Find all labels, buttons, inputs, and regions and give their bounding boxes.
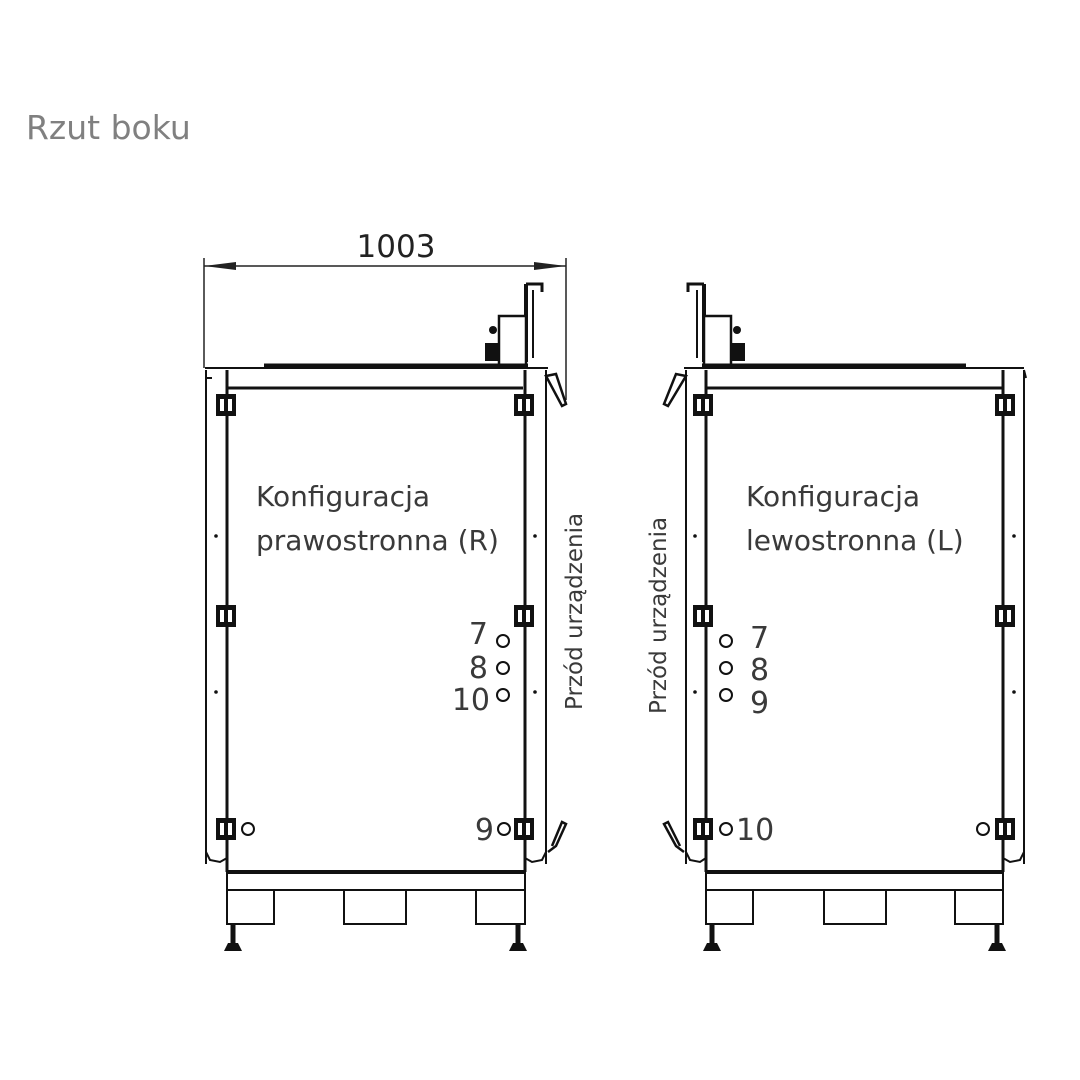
- svg-text:7: 7: [469, 617, 488, 652]
- svg-text:10: 10: [736, 813, 774, 848]
- port-7: 7: [719, 621, 769, 656]
- hinge-icon: [693, 394, 713, 416]
- foot-icon: [988, 925, 1006, 951]
- hinge-icon: [216, 394, 236, 416]
- port-8: 8: [469, 651, 510, 686]
- hinge-icon: [995, 605, 1015, 627]
- svg-text:9: 9: [750, 686, 769, 721]
- config-label-line1: Konfiguracja: [746, 480, 920, 513]
- svg-text:8: 8: [469, 651, 488, 686]
- svg-text:9: 9: [475, 813, 494, 848]
- port-10: 10: [719, 813, 774, 848]
- dimension-1003: 1003: [203, 229, 567, 400]
- hinge-icon: [995, 394, 1015, 416]
- unit-right-configuration: Konfiguracja prawostronna (R) 7 8 10 9 P…: [205, 282, 588, 951]
- top-fan-assembly: [686, 282, 745, 368]
- page-title: Rzut boku: [26, 108, 191, 147]
- hinge-icon: [514, 394, 534, 416]
- front-label: Przód urządzenia: [646, 517, 672, 714]
- unit-left-configuration: Konfiguracja lewostronna (L) 7 8 9 10 Pr…: [646, 282, 1027, 951]
- hinge-icon: [216, 818, 236, 840]
- foot-icon: [224, 925, 242, 951]
- svg-text:10: 10: [452, 683, 490, 718]
- hinge-icon: [995, 818, 1015, 840]
- port-9: 9: [719, 686, 769, 721]
- svg-text:8: 8: [750, 653, 769, 688]
- hinge-icon: [514, 818, 534, 840]
- port-unlabeled: [241, 822, 255, 836]
- config-label-line2: prawostronna (R): [256, 524, 499, 557]
- top-fan-assembly: [485, 282, 544, 368]
- port-8: 8: [719, 653, 769, 688]
- port-10: 10: [452, 683, 510, 718]
- port-9: 9: [475, 813, 511, 848]
- config-label-line1: Konfiguracja: [256, 480, 430, 513]
- hinge-icon: [514, 605, 534, 627]
- config-label-line2: lewostronna (L): [746, 524, 964, 557]
- foot-icon: [509, 925, 527, 951]
- hinge-icon: [693, 605, 713, 627]
- dimension-label: 1003: [357, 229, 436, 265]
- hinge-icon: [693, 818, 713, 840]
- foot-icon: [703, 925, 721, 951]
- port-7: 7: [469, 617, 510, 652]
- front-label: Przód urządzenia: [562, 513, 588, 710]
- port-unlabeled: [976, 822, 990, 836]
- svg-text:7: 7: [750, 621, 769, 656]
- hinge-icon: [216, 605, 236, 627]
